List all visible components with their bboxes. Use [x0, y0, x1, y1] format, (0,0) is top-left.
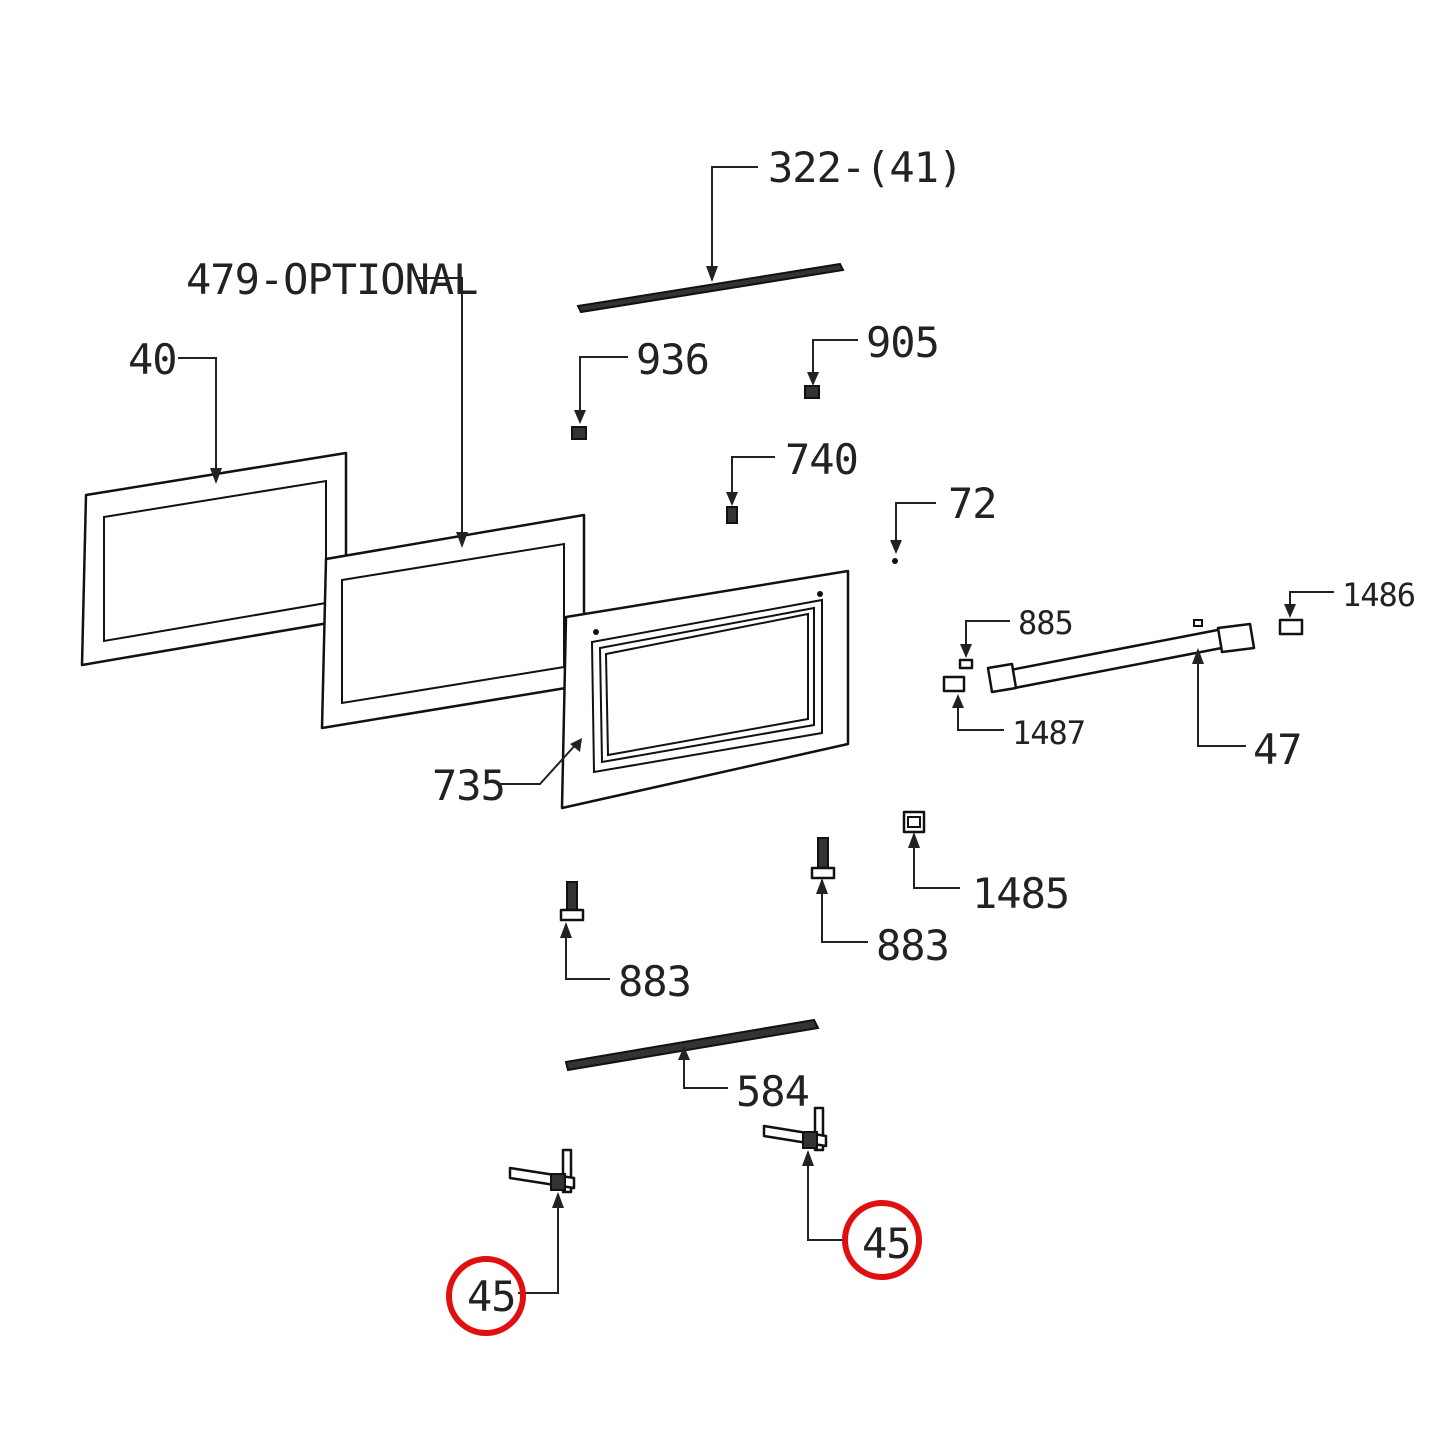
label-885: 885: [1018, 604, 1073, 642]
end-cap-1487-part: [942, 675, 966, 693]
glass-panel-479: [320, 513, 586, 730]
hinge-45-left-part: [508, 1148, 576, 1194]
leader-905: [807, 339, 858, 386]
label-905: 905: [866, 318, 939, 367]
screw-885-part: [958, 658, 974, 670]
label-1485: 1485: [972, 869, 1069, 918]
leader-72: [890, 502, 936, 554]
highlight-circle-right: [842, 1200, 922, 1280]
leader-1486: [1284, 591, 1334, 618]
clip-936-part: [571, 426, 587, 440]
leader-740: [726, 456, 775, 506]
leader-45-left: [518, 1192, 564, 1294]
hinge-pin-883-left-part: [559, 881, 585, 922]
glass-panel-40: [80, 451, 348, 667]
leader-885: [960, 620, 1010, 658]
hinge-45-right-part: [762, 1106, 828, 1152]
leader-883-left: [560, 922, 610, 980]
end-cap-1486-part: [1278, 618, 1304, 636]
label-1487: 1487: [1012, 714, 1085, 752]
top-strip-part: [576, 262, 845, 314]
leader-883-right: [816, 878, 868, 943]
screw-740-part: [726, 506, 738, 524]
label-735: 735: [432, 761, 505, 810]
leader-1487: [952, 694, 1004, 731]
leader-1485: [908, 832, 960, 889]
handle-47-part: [986, 619, 1256, 694]
leader-322: [706, 166, 758, 282]
label-47: 47: [1253, 725, 1302, 774]
leader-47: [1192, 648, 1246, 747]
label-883-left: 883: [618, 957, 691, 1006]
leader-40: [178, 357, 222, 484]
label-936: 936: [636, 335, 709, 384]
leader-479: [418, 277, 468, 548]
highlight-circle-left: [446, 1256, 526, 1336]
label-322: 322-(41): [768, 143, 962, 192]
leader-45-right: [802, 1150, 846, 1241]
label-45-left: 45: [467, 1272, 516, 1321]
label-72: 72: [948, 479, 997, 528]
label-479: 479-OPTIONAL: [186, 255, 477, 304]
bottom-strip-part: [564, 1018, 820, 1072]
screw-72-part: [892, 558, 898, 564]
leader-584: [678, 1046, 728, 1089]
hinge-pin-883-right-part: [810, 837, 836, 880]
label-883-right: 883: [876, 921, 949, 970]
bracket-1485-part: [902, 810, 926, 834]
outer-door-panel-735: [560, 569, 850, 810]
label-45-right: 45: [862, 1219, 911, 1268]
leader-735: [500, 738, 582, 785]
leader-936: [574, 356, 628, 424]
label-40: 40: [128, 335, 177, 384]
clip-905-part: [804, 385, 820, 399]
label-740: 740: [785, 435, 858, 484]
label-1486: 1486: [1342, 576, 1415, 614]
label-584: 584: [736, 1067, 809, 1116]
